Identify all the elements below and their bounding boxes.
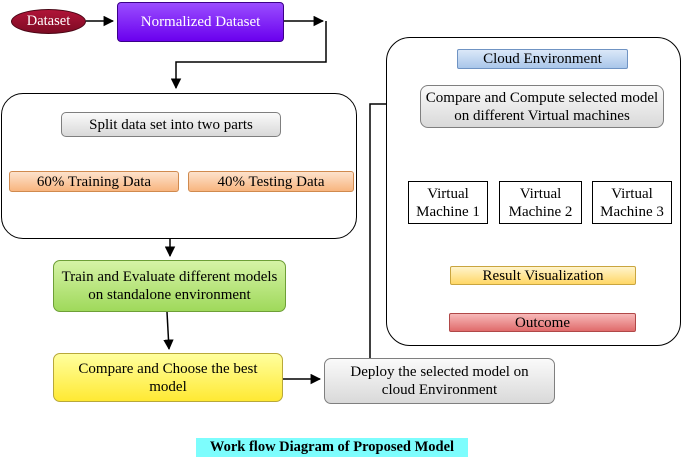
- node-training-data[interactable]: 60% Training Data: [9, 171, 179, 192]
- node-virtual-machine-2[interactable]: Virtual Machine 2: [499, 181, 582, 224]
- arrow-to-split-group: [170, 21, 327, 90]
- node-testing-data[interactable]: 40% Testing Data: [188, 171, 354, 192]
- node-compare-compute[interactable]: Compare and Compute selected model on di…: [420, 85, 664, 128]
- node-outcome[interactable]: Outcome: [449, 313, 636, 332]
- node-cloud-environment: Cloud Environment: [457, 49, 628, 69]
- node-deploy[interactable]: Deploy the selected model on cloud Envir…: [324, 358, 555, 404]
- diagram-caption: Work flow Diagram of Proposed Model: [196, 438, 468, 457]
- arrow-to-compare-choose: [163, 311, 174, 351]
- node-result-visualization[interactable]: Result Visualization: [450, 266, 636, 285]
- node-normalized-dataset[interactable]: Normalized Dataset: [117, 2, 284, 42]
- node-train-evaluate[interactable]: Train and Evaluate different models on s…: [53, 260, 286, 312]
- node-dataset[interactable]: Dataset: [11, 9, 86, 34]
- node-compare-choose[interactable]: Compare and Choose the best model: [53, 353, 283, 402]
- node-virtual-machine-3[interactable]: Virtual Machine 3: [592, 181, 672, 224]
- node-virtual-machine-1[interactable]: Virtual Machine 1: [408, 181, 488, 224]
- node-split[interactable]: Split data set into two parts: [61, 112, 281, 137]
